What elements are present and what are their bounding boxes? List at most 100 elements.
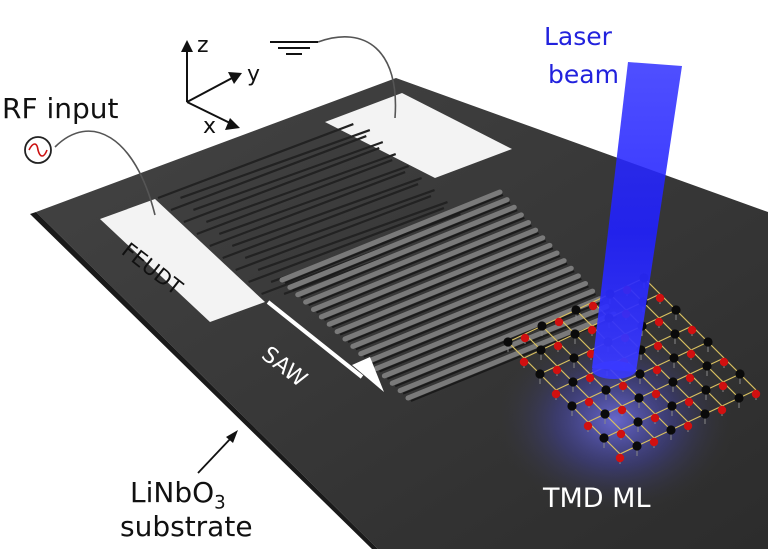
rf-source [24,130,156,216]
metal-atom [719,357,729,367]
chalcogen-atom [503,337,513,347]
metal-atom [551,389,561,399]
idt-finger [235,195,432,272]
idt-finger [193,141,384,211]
chalcogen-atom [634,393,644,403]
metal-atom [584,397,594,407]
idt-finger [231,177,422,247]
chalcogen-atom [671,305,681,315]
chalcogen-atom [668,377,678,387]
chalcogen-atom [599,433,609,443]
saw-ridge [350,258,567,349]
axis-z-label: z [197,33,209,58]
metal-atom [684,397,694,407]
chalcogen-atom [633,417,643,427]
saw-ridge-shadow [284,194,504,284]
metal-atom [655,293,665,303]
saw-ridge-shadow [316,224,532,314]
ground-wire [317,36,397,119]
idt-finger [205,153,397,223]
saw-ridge-shadow [308,216,525,307]
metal-atom [588,301,598,311]
electrode-pad-back [325,93,512,178]
metal-atom [520,333,530,343]
metal-atom [583,421,593,431]
saw-ridge-shadow [292,201,511,292]
saw-ridge-shadow [379,285,589,373]
idt-finger [196,159,393,236]
saw-wave-ridges [279,189,618,402]
tmd-label: TMD ML [543,483,651,514]
laser-label-line2: beam [548,60,619,89]
chalcogen-atom [569,353,579,363]
axis-y-label: y [247,62,261,87]
saw-ridge-shadow [394,300,604,388]
saw-arrow [266,300,384,392]
metal-atom [650,413,660,423]
idt-finger [222,183,419,260]
metal-atom [615,453,625,463]
saw-ridge [358,265,574,357]
saw-ridge-shadow [347,255,561,343]
metal-atom [586,349,596,359]
metal-atom [687,325,697,335]
electrode-pad-front [100,199,265,322]
chalcogen-atom [666,425,676,435]
rf-wire [54,130,156,216]
idt-finger [244,189,435,259]
chalcogen-atom [669,353,679,363]
axis-x-line [186,101,233,125]
saw-ridge [279,189,503,283]
metal-atom [553,341,563,351]
chalcogen-atom [701,385,711,395]
saw-ridge [318,227,539,320]
saw-ridge [295,204,517,298]
metal-atom [683,421,693,431]
metal-atom [718,381,728,391]
metal-atom [652,365,662,375]
chalcogen-atom [571,305,581,315]
coordinate-axes [181,40,242,130]
metal-atom [587,325,597,335]
metal-atom [554,317,564,327]
metal-atom [685,373,695,383]
saw-ridge-shadow [355,262,568,351]
metal-atom [617,405,627,415]
axis-y-line [186,76,235,103]
metal-atom [686,349,696,359]
idt-finger [157,123,354,200]
saw-ridge [366,273,581,364]
metal-atom [552,365,562,375]
substrate-label-line2: substrate [120,510,253,543]
idt-finger [180,129,371,199]
saw-ridge [303,212,524,305]
chalcogen-atom [570,329,580,339]
saw-ridge-shadow [331,239,547,329]
rf-input-label: RF input [2,92,119,125]
laser-beam [592,62,682,379]
substrate-label-line1: LiNbO3 [130,476,226,514]
metal-atom [519,357,529,367]
metal-atom [585,373,595,383]
substrate-subscript: 3 [214,492,226,514]
metal-atom [649,437,659,447]
saw-ridge [405,311,617,401]
chalcogen-atom [635,369,645,379]
chalcogen-atom [667,401,677,411]
chalcogen-atom [537,321,547,331]
metal-atom [651,389,661,399]
metal-atom [751,389,761,399]
idt-finger [183,147,380,224]
laser-label-line1: Laser [544,22,612,51]
chalcogen-atom [568,377,578,387]
chalcogen-atom [535,369,545,379]
chalcogen-atom [735,369,745,379]
chalcogen-atom [700,409,710,419]
saw-ridge [381,288,596,379]
saw-ridge [389,296,603,386]
chalcogen-atom [536,345,546,355]
saw-ridge [397,303,610,394]
sine-wave-icon [28,143,48,157]
saw-ridge [374,281,588,371]
